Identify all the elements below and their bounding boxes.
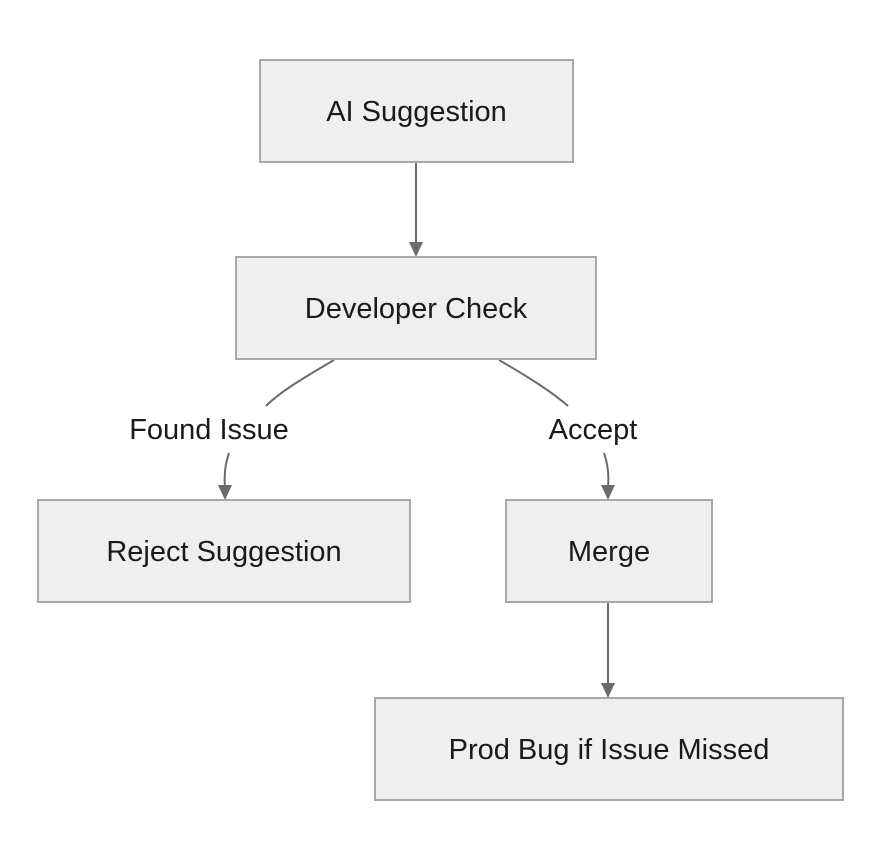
node-label: Prod Bug if Issue Missed: [449, 734, 770, 766]
edge-ai-to-developer-check: [409, 162, 423, 257]
arrowhead-icon: [601, 485, 615, 500]
node-prod-bug[interactable]: Prod Bug if Issue Missed: [374, 697, 844, 801]
edge-label-found-issue: Found Issue: [129, 414, 289, 446]
node-reject-suggestion[interactable]: Reject Suggestion: [37, 499, 411, 603]
edge-label-accept: Accept: [549, 414, 638, 446]
node-label: AI Suggestion: [326, 96, 507, 128]
edge-developer-check-to-reject: [218, 359, 335, 500]
node-merge[interactable]: Merge: [505, 499, 713, 603]
arrowhead-icon: [601, 683, 615, 698]
arrowhead-icon: [218, 485, 232, 500]
node-label: Reject Suggestion: [106, 536, 341, 568]
node-developer-check[interactable]: Developer Check: [235, 256, 597, 360]
edge-merge-to-prod-bug: [601, 602, 615, 698]
node-label: Developer Check: [305, 293, 528, 325]
arrowhead-icon: [409, 242, 423, 257]
node-ai-suggestion[interactable]: AI Suggestion: [259, 59, 574, 163]
edge-developer-check-to-merge: [498, 359, 615, 500]
node-label: Merge: [568, 536, 650, 568]
